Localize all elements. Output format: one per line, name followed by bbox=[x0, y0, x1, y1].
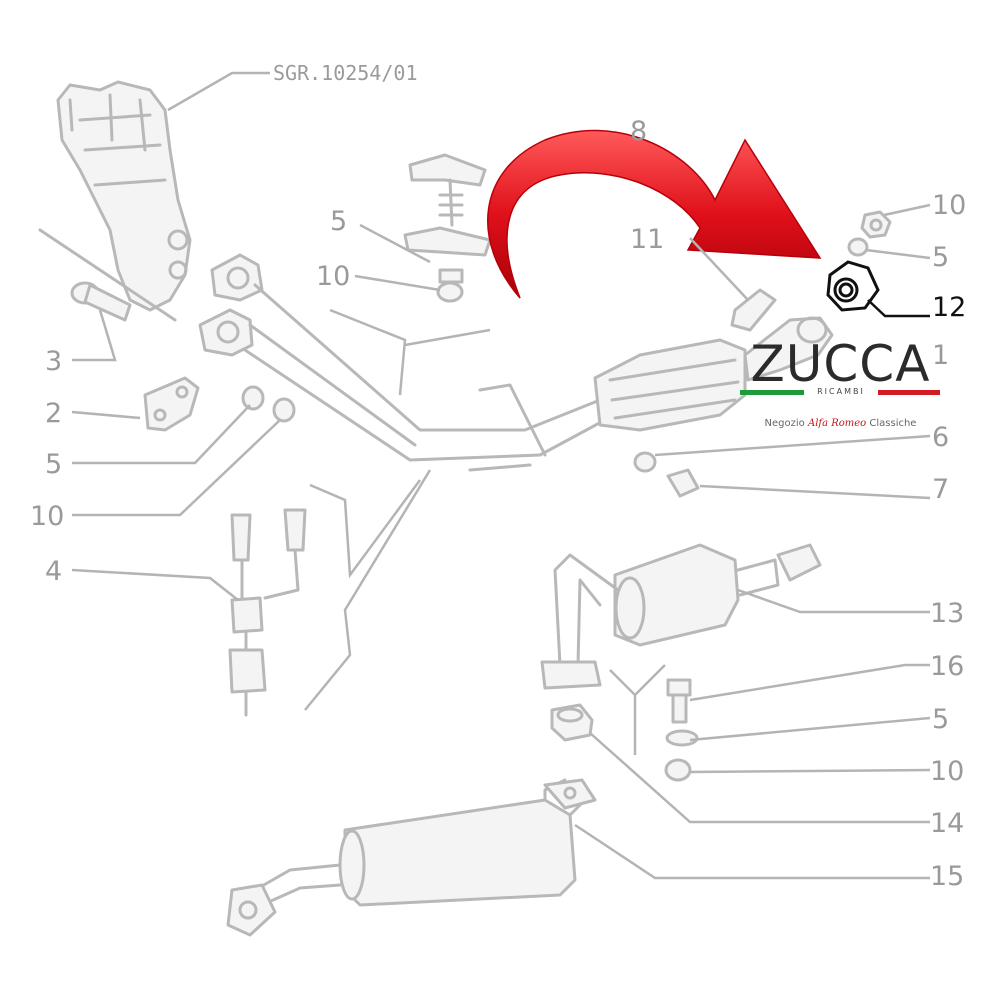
lambda-sensor bbox=[228, 508, 307, 717]
part-number-5-right: 5 bbox=[932, 242, 949, 273]
leader-lines bbox=[71, 71, 931, 880]
nut-10-lower bbox=[664, 758, 692, 782]
part-number-10-right: 10 bbox=[932, 190, 966, 221]
tagline-brand: Alfa Romeo bbox=[807, 418, 867, 429]
reference-code: SGR.10254/01 bbox=[273, 61, 418, 85]
washer-5-left bbox=[241, 385, 265, 411]
rubber-mount-14 bbox=[550, 703, 594, 742]
screw-7 bbox=[666, 468, 700, 498]
rear-silencer bbox=[226, 778, 597, 937]
bolt-16 bbox=[666, 678, 692, 724]
part-number-14: 14 bbox=[930, 808, 964, 839]
part-number-5-left: 5 bbox=[45, 449, 62, 480]
part-number-7: 7 bbox=[932, 474, 949, 505]
logo-tagline: Negozio Alfa Romeo Classiche bbox=[738, 418, 943, 429]
exhaust-manifold bbox=[38, 80, 192, 322]
part-number-10-top: 10 bbox=[316, 261, 350, 292]
logo-wordmark: ZUCCA bbox=[750, 335, 931, 393]
nut-10-left bbox=[272, 397, 296, 423]
highlighted-gasket-12 bbox=[826, 260, 880, 312]
part-number-10-left: 10 bbox=[30, 501, 64, 532]
part-number-2: 2 bbox=[45, 398, 62, 429]
mounting-bracket bbox=[403, 153, 492, 303]
part-number-16: 16 bbox=[930, 651, 964, 682]
part-number-15: 15 bbox=[930, 861, 964, 892]
flag-red bbox=[873, 390, 941, 395]
nut-10-right bbox=[860, 210, 892, 239]
flag-green bbox=[740, 390, 807, 395]
bolt-3 bbox=[70, 281, 132, 322]
part-number-11: 11 bbox=[630, 224, 664, 255]
part-number-12: 12 bbox=[932, 292, 966, 323]
bolt-11 bbox=[730, 288, 777, 332]
guide-lines bbox=[304, 308, 666, 755]
tagline-suffix: Classiche bbox=[866, 418, 917, 429]
logo-subtitle: RICAMBI bbox=[804, 386, 878, 398]
part-number-4: 4 bbox=[45, 556, 62, 587]
clip-6 bbox=[633, 451, 657, 473]
part-number-1: 1 bbox=[932, 340, 949, 371]
part-number-10-lower: 10 bbox=[930, 756, 964, 787]
part-number-3: 3 bbox=[45, 346, 62, 377]
part-number-13: 13 bbox=[930, 598, 964, 629]
middle-silencer bbox=[540, 543, 822, 690]
part-number-8: 8 bbox=[630, 116, 647, 147]
front-pipe bbox=[198, 253, 607, 472]
catalytic-converter bbox=[593, 316, 834, 432]
zucca-ricambi-logo: ZUCCA RICAMBI Negozio Alfa Romeo Classic… bbox=[738, 336, 943, 436]
part-number-5-lower: 5 bbox=[932, 704, 949, 735]
highlight-arrow bbox=[487, 129, 822, 299]
tagline-prefix: Negozio bbox=[764, 418, 808, 429]
washer-5-right bbox=[847, 237, 869, 257]
gasket-2 bbox=[143, 376, 200, 432]
washer-5-lower bbox=[665, 729, 699, 747]
part-number-6: 6 bbox=[932, 422, 949, 453]
part-number-5-top: 5 bbox=[330, 206, 347, 237]
